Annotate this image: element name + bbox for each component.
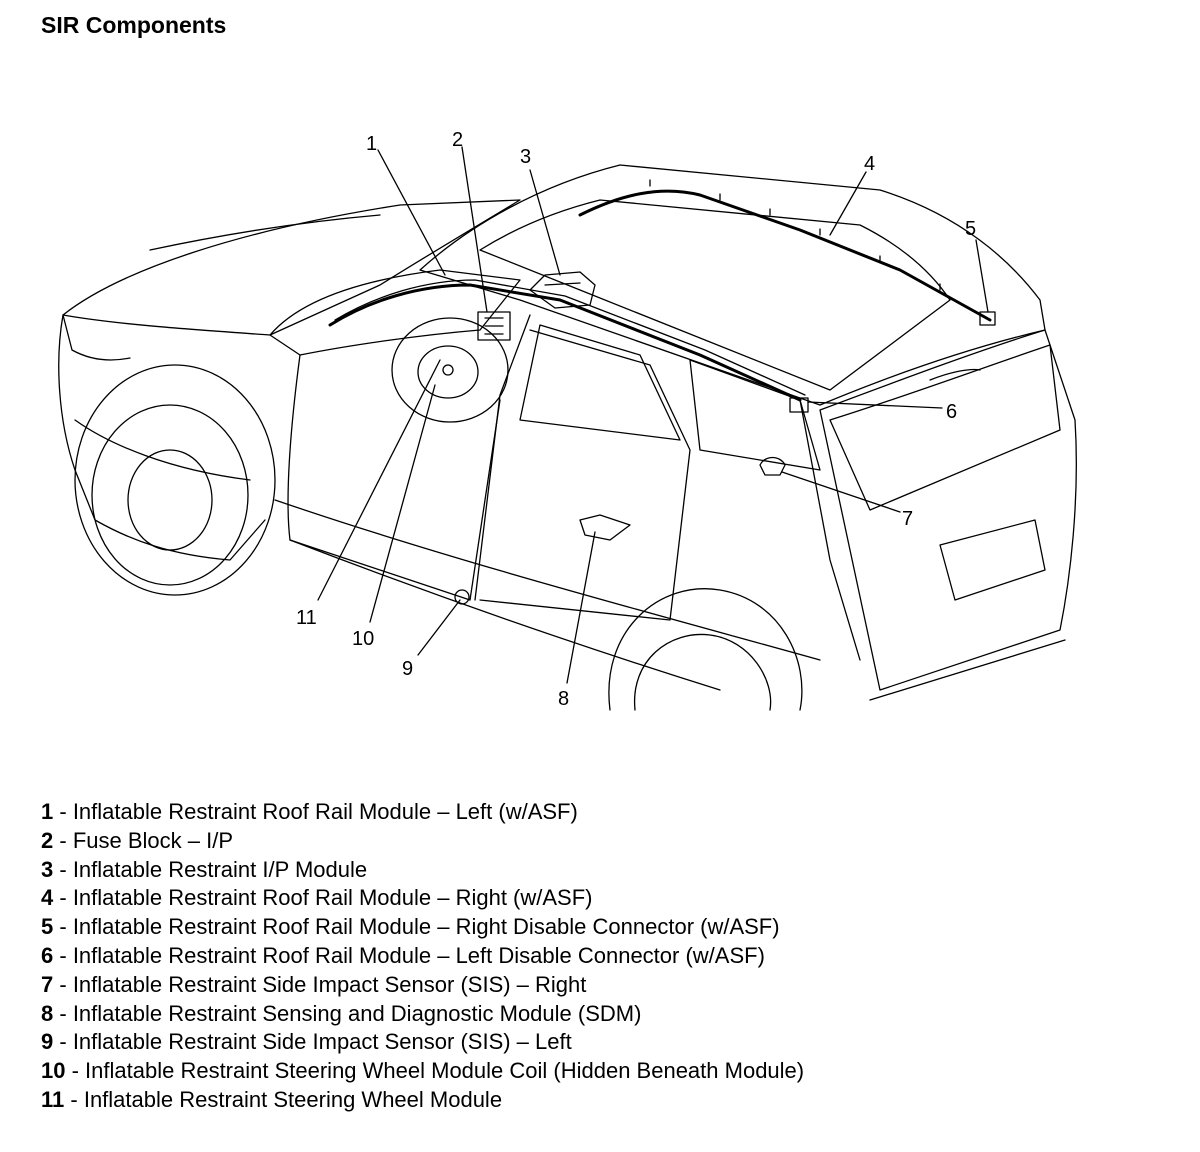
- front-fender: [58, 314, 266, 561]
- steering-wheel-center: [442, 364, 454, 376]
- callout-10: 10: [352, 628, 374, 650]
- quarter-window: [689, 359, 821, 471]
- rear-bumper: [869, 639, 1066, 701]
- callout-3: 3: [520, 146, 531, 168]
- disable-connector-right: [979, 311, 996, 326]
- hood-outline: [62, 199, 521, 336]
- front-bumper-line: [74, 419, 251, 481]
- legend-item-5: 5 - Inflatable Restraint Roof Rail Modul…: [41, 914, 780, 940]
- fuse-block-detail: [484, 317, 504, 335]
- callout-9: 9: [402, 658, 413, 680]
- rear-wheel-arch: [608, 588, 803, 711]
- front-rim: [127, 449, 213, 551]
- right-side-impact-sensor: [759, 456, 786, 476]
- callout-11: 11: [296, 607, 317, 629]
- right-roof-rail-module: [578, 189, 992, 322]
- hood-crease: [149, 214, 381, 251]
- rear-window: [519, 324, 681, 441]
- leader-line-5: [975, 239, 989, 313]
- callout-4: 4: [864, 153, 875, 175]
- legend-item-7: 7 - Inflatable Restraint Side Impact Sen…: [41, 971, 587, 997]
- legend-item-4: 4 - Inflatable Restraint Roof Rail Modul…: [41, 885, 593, 911]
- steering-wheel-hub: [417, 345, 479, 399]
- windshield: [269, 269, 521, 356]
- leader-line-4: [829, 171, 867, 236]
- callout-8: 8: [558, 688, 569, 710]
- leader-line-8: [566, 531, 596, 684]
- callout-1: 1: [366, 133, 377, 155]
- front-tire: [91, 404, 249, 586]
- component-legend: 1 - Inflatable Restraint Roof Rail Modul…: [41, 798, 1161, 1115]
- leader-line-7: [781, 471, 901, 513]
- rocker-panel: [289, 539, 721, 691]
- legend-item-1: 1 - Inflatable Restraint Roof Rail Modul…: [41, 799, 578, 824]
- b-pillar: [474, 314, 531, 601]
- page-title: SIR Components: [41, 12, 227, 38]
- license-plate-area: [939, 519, 1046, 601]
- legend-item-3: 3 - Inflatable Restraint I/P Module: [41, 856, 368, 882]
- body-side-line: [274, 499, 821, 661]
- tail-light: [929, 368, 981, 381]
- grille-line: [62, 314, 131, 361]
- callout-5: 5: [965, 218, 976, 240]
- legend-item-9: 9 - Inflatable Restraint Side Impact Sen…: [41, 1029, 572, 1055]
- left-roof-rail-inner: [334, 279, 806, 396]
- roof-outline: [419, 164, 1046, 406]
- legend-item-10: 10 - Inflatable Restraint Steering Wheel…: [41, 1058, 805, 1084]
- d-pillar: [799, 399, 861, 661]
- rear-glass: [829, 344, 1061, 511]
- leader-line-10: [369, 384, 436, 623]
- leader-line-2: [461, 146, 488, 313]
- right-roof-rail-clips: [649, 179, 941, 291]
- legend-item-8: 8 - Inflatable Restraint Sensing and Dia…: [41, 1000, 642, 1026]
- legend-item-2: 2 - Fuse Block – I/P: [41, 827, 233, 853]
- sdm-module: [579, 514, 631, 541]
- liftgate: [819, 329, 1077, 691]
- callout-7: 7: [902, 508, 913, 530]
- steering-wheel-rim: [391, 317, 509, 423]
- front-wheel-arch: [74, 364, 276, 596]
- callout-6: 6: [946, 401, 957, 423]
- leader-line-9: [417, 599, 461, 656]
- rear-tire: [634, 633, 772, 711]
- leader-line-11: [317, 359, 441, 601]
- left-side-impact-sensor: [454, 589, 470, 605]
- leader-line-3: [529, 169, 561, 276]
- fuse-block: [477, 311, 511, 341]
- leader-line-6: [807, 401, 943, 409]
- legend-item-11: 11 - Inflatable Restraint Steering Wheel…: [41, 1086, 503, 1112]
- sunroof: [479, 199, 951, 391]
- vehicle-diagram: 1 2 3 4 5 6 7 8 9 10 11: [58, 129, 1077, 711]
- disable-connector-left: [789, 397, 809, 413]
- ip-module-detail: [544, 282, 581, 286]
- ip-module: [529, 271, 596, 309]
- left-roof-rail-module: [328, 283, 802, 402]
- rear-door: [479, 329, 691, 621]
- callout-2: 2: [452, 129, 463, 151]
- legend-item-6: 6 - Inflatable Restraint Roof Rail Modul…: [41, 942, 765, 968]
- leader-line-1: [377, 149, 446, 276]
